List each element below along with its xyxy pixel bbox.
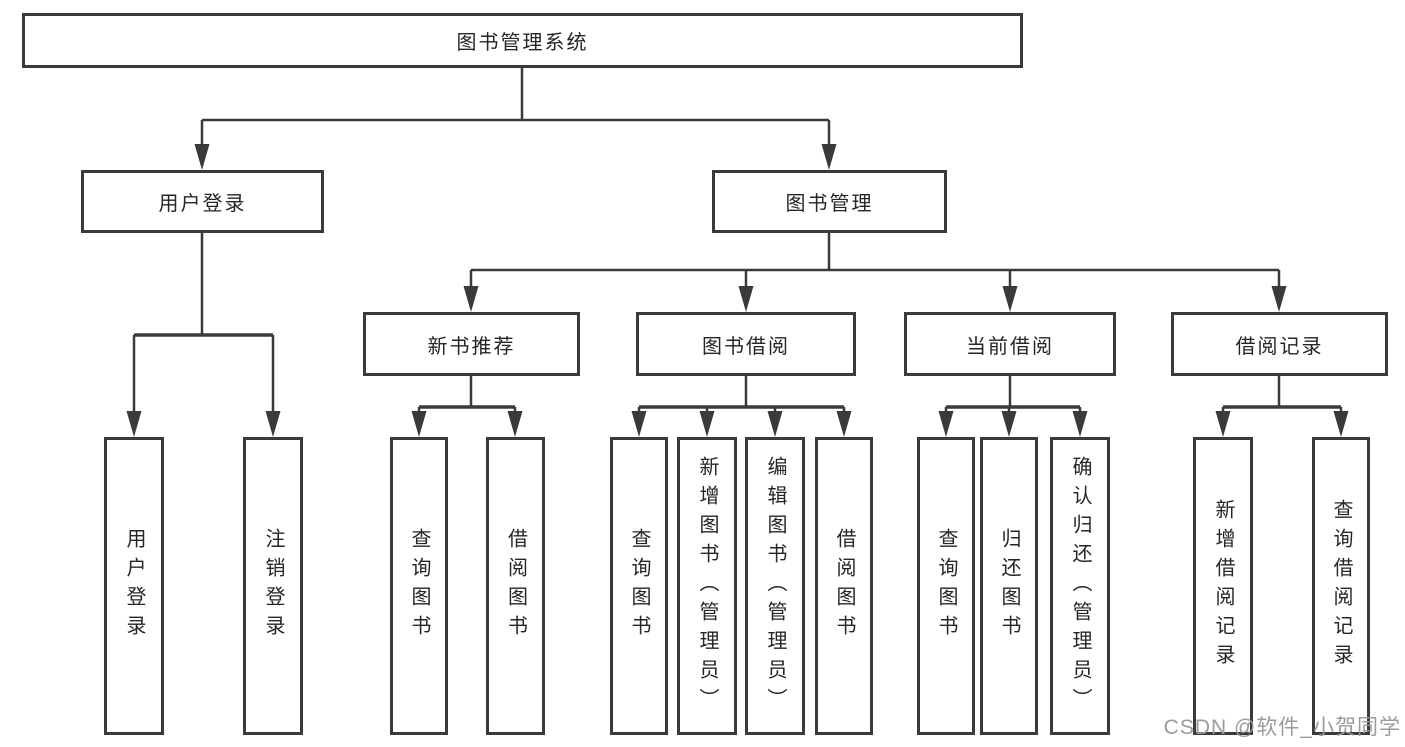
leaf-cb-confirm-return-admin-label: 确认归还（管理员） xyxy=(1069,455,1091,717)
leaf-bb-add-books-admin: 新增图书（管理员） xyxy=(677,437,737,735)
leaf-nbr-borrow-books: 借阅图书 xyxy=(486,437,545,735)
leaf-br-query-record-label: 查询借阅记录 xyxy=(1330,499,1352,673)
node-book-borrowing: 图书借阅 xyxy=(636,312,856,376)
leaf-bb-borrow-books: 借阅图书 xyxy=(815,437,873,735)
node-book-borrowing-label: 图书借阅 xyxy=(702,335,790,358)
node-new-book-recommend-label: 新书推荐 xyxy=(427,335,516,358)
leaf-user-login-label: 用户登录 xyxy=(123,528,145,644)
leaf-bb-edit-books-admin: 编辑图书（管理员） xyxy=(745,437,805,735)
leaf-cb-confirm-return-admin: 确认归还（管理员） xyxy=(1050,437,1110,735)
node-user-login-label: 用户登录 xyxy=(158,193,247,215)
leaf-user-login: 用户登录 xyxy=(104,437,164,735)
leaf-bb-edit-books-admin-label: 编辑图书（管理员） xyxy=(764,455,786,717)
node-book-management: 图书管理 xyxy=(712,170,947,233)
leaf-nbr-query-books-label: 查询图书 xyxy=(408,528,430,644)
leaf-logout: 注销登录 xyxy=(243,437,303,735)
connector-path xyxy=(132,68,1343,413)
node-new-book-recommend: 新书推荐 xyxy=(363,312,580,376)
node-library-management-system-label: 图书管理系统 xyxy=(456,32,589,54)
leaf-cb-return-books-label: 归还图书 xyxy=(998,528,1020,644)
node-borrowing-records: 借阅记录 xyxy=(1171,312,1388,376)
leaf-cb-query-books-label: 查询图书 xyxy=(935,528,957,644)
watermark: CSDN @软件_小贺同学 xyxy=(1163,716,1401,739)
leaf-logout-label: 注销登录 xyxy=(262,528,284,644)
node-book-management-label: 图书管理 xyxy=(785,193,874,215)
leaf-nbr-borrow-books-label: 借阅图书 xyxy=(504,528,527,644)
node-current-borrowing-label: 当前借阅 xyxy=(966,335,1054,358)
leaf-bb-add-books-admin-label: 新增图书（管理员） xyxy=(696,455,718,717)
leaf-br-query-record: 查询借阅记录 xyxy=(1312,437,1370,735)
node-borrowing-records-label: 借阅记录 xyxy=(1235,335,1324,358)
node-library-management-system: 图书管理系统 xyxy=(22,13,1023,68)
leaf-cb-return-books: 归还图书 xyxy=(980,437,1038,735)
node-current-borrowing: 当前借阅 xyxy=(904,312,1116,376)
leaf-cb-query-books: 查询图书 xyxy=(917,437,975,735)
leaf-nbr-query-books: 查询图书 xyxy=(390,437,448,735)
node-user-login: 用户登录 xyxy=(81,170,324,233)
leaf-bb-query-books-label: 查询图书 xyxy=(628,528,650,644)
leaf-br-add-record: 新增借阅记录 xyxy=(1193,437,1253,735)
arrowhead-down-icons xyxy=(126,144,1349,437)
leaf-bb-borrow-books-label: 借阅图书 xyxy=(833,528,855,644)
leaf-br-add-record-label: 新增借阅记录 xyxy=(1212,499,1234,673)
leaf-bb-query-books: 查询图书 xyxy=(610,437,668,735)
split-bar-path xyxy=(134,333,1341,409)
